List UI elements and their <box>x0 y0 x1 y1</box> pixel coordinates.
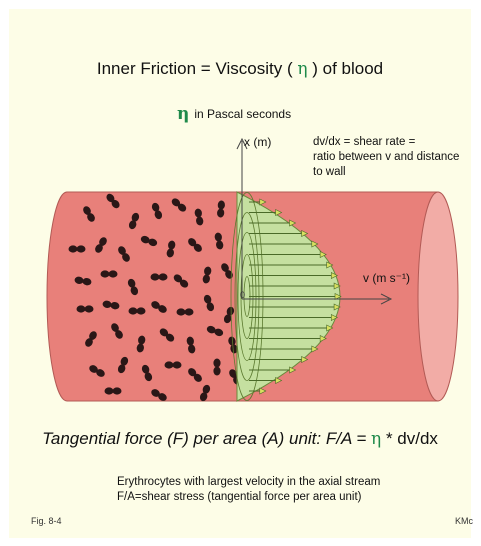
author-initials: KMc <box>455 516 473 526</box>
x-axis-label: x (m) <box>244 135 271 149</box>
figure-label: Fig. 8-4 <box>31 516 62 526</box>
origin-label: 0 <box>240 290 245 300</box>
eta-symbol: η <box>177 104 189 124</box>
shear-rate-note: dv/dx = shear rate = ratio between v and… <box>313 135 481 180</box>
slide: Inner Friction = Viscosity ( η ) of bloo… <box>9 9 471 538</box>
velocity-axis-label: v (m s⁻¹) <box>363 271 410 285</box>
vessel-opening <box>418 192 458 401</box>
diagram-title: Inner Friction = Viscosity ( η ) of bloo… <box>9 59 471 79</box>
footnote: Erythrocytes with largest velocity in th… <box>117 475 380 505</box>
shear-stress-formula: Tangential force (F) per area (A) unit: … <box>9 429 471 449</box>
